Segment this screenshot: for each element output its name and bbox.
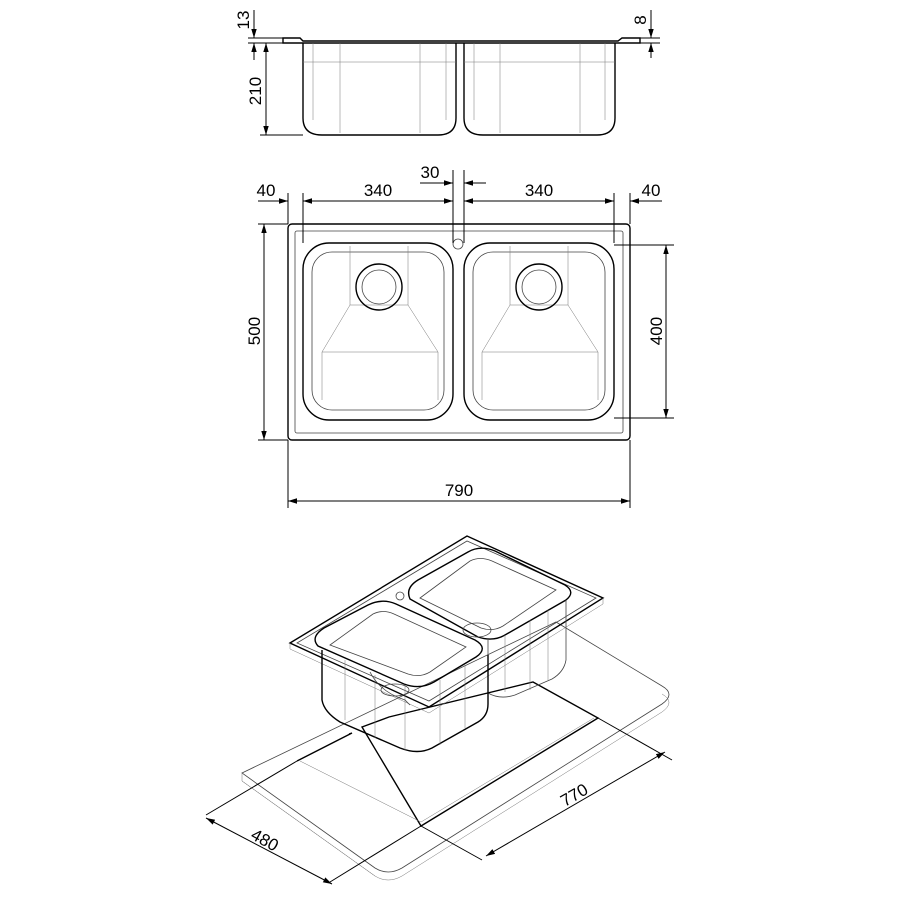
right-bowl-top xyxy=(463,242,615,421)
side-view: 13 8 210 xyxy=(234,10,660,136)
dim-left-margin: 40 xyxy=(257,181,288,204)
dim-right-margin: 40 xyxy=(630,181,662,204)
label-bowl-length: 400 xyxy=(647,317,666,345)
label-rim-thickness: 13 xyxy=(234,11,253,30)
label-bowl-width-right: 340 xyxy=(525,181,553,200)
label-center-gap: 30 xyxy=(421,163,440,182)
dim-flange-height: 8 xyxy=(631,10,660,58)
label-overall-width: 790 xyxy=(445,481,473,500)
top-view: 40 340 30 340 40 500 xyxy=(245,163,674,508)
sink-flange-iso xyxy=(288,535,605,714)
dim-overall-depth: 500 xyxy=(245,223,288,441)
label-cutout-depth: 480 xyxy=(248,825,282,855)
isometric-view: 770 480 xyxy=(205,535,673,885)
dim-bowl-width-right: 340 xyxy=(464,181,614,204)
dim-bowl-length: 400 xyxy=(614,244,674,419)
dim-center-gap: 30 xyxy=(420,163,486,186)
dim-cutout-width: 770 xyxy=(420,717,673,861)
label-bowl-depth: 210 xyxy=(246,77,265,105)
dim-bowl-width-left: 340 xyxy=(303,181,453,204)
dim-cutout-depth: 480 xyxy=(205,760,422,885)
label-right-margin: 40 xyxy=(642,181,661,200)
dim-overall-width: 790 xyxy=(287,440,631,508)
label-bowl-width-left: 340 xyxy=(364,181,392,200)
label-cutout-width: 770 xyxy=(557,780,591,811)
countertop xyxy=(241,621,670,881)
label-flange-height: 8 xyxy=(631,15,650,24)
label-left-margin: 40 xyxy=(257,181,276,200)
dim-rim-thickness: 13 xyxy=(234,10,283,60)
dim-bowl-depth: 210 xyxy=(246,43,303,136)
left-bowl-iso xyxy=(314,600,489,753)
left-bowl-top xyxy=(302,242,454,421)
right-bowl-iso xyxy=(407,547,572,698)
label-overall-depth: 500 xyxy=(245,317,264,345)
